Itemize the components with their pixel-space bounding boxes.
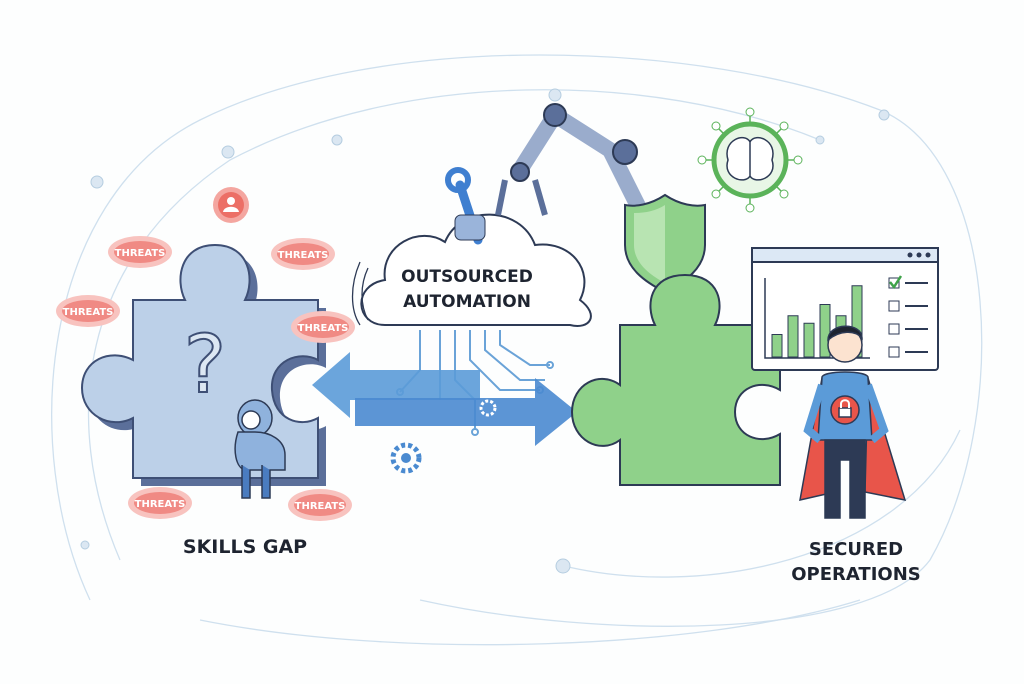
threat-badge: THREATS <box>56 295 120 327</box>
threat-badges: THREATS THREATS THREATS THREATS THREATS THREA… <box>56 236 355 521</box>
small-gear-icon <box>479 399 497 417</box>
secured-label-line2: OPERATIONS <box>791 564 921 585</box>
right-arrow-icon <box>355 378 577 446</box>
dashboard-checklist <box>888 275 928 358</box>
secured-puzzle <box>570 273 781 486</box>
threat-label: THREATS <box>63 307 114 318</box>
threat-badge: THREATS <box>288 489 352 521</box>
checkbox <box>888 323 900 335</box>
skills-gap-puzzle: ? <box>80 243 326 486</box>
network-lines <box>51 54 983 646</box>
secured-label-line1: SECURED <box>809 539 903 560</box>
checkbox <box>888 300 900 312</box>
threat-label: THREATS <box>278 250 329 261</box>
dashboard-bar <box>819 304 831 358</box>
threat-label: THREATS <box>298 323 349 334</box>
left-arrow-icon <box>312 352 480 418</box>
dashboard-bar <box>787 315 799 358</box>
threat-badge: THREATS <box>291 311 355 343</box>
threat-badge: THREATS <box>108 236 172 268</box>
shield-icon <box>624 193 706 294</box>
check-icon <box>889 275 903 290</box>
robot-arm-icon <box>495 103 648 218</box>
checkbox <box>888 346 900 358</box>
skills-gap-label: SKILLS GAP <box>183 536 307 558</box>
threat-label: THREATS <box>295 501 346 512</box>
worried-person-icon <box>234 399 286 499</box>
ai-brain-icon <box>697 107 803 213</box>
question-mark-icon: ? <box>184 318 226 411</box>
dashboard-bar <box>803 322 815 358</box>
threat-badge: THREATS <box>128 487 192 519</box>
wrench-icon <box>445 167 486 245</box>
threat-label: THREATS <box>135 499 186 510</box>
cloud-label-line1: OUTSOURCED <box>401 267 533 287</box>
gear-icon <box>390 442 422 474</box>
threat-badge: THREATS <box>271 238 335 270</box>
threat-label: THREATS <box>115 248 166 259</box>
cloud-label-line2: AUTOMATION <box>403 292 531 312</box>
user-alert-icon <box>213 187 249 223</box>
dashboard-bar <box>771 334 783 358</box>
gear-hub <box>401 453 411 463</box>
network-nodes <box>80 88 890 574</box>
superhero-icon <box>799 325 907 519</box>
